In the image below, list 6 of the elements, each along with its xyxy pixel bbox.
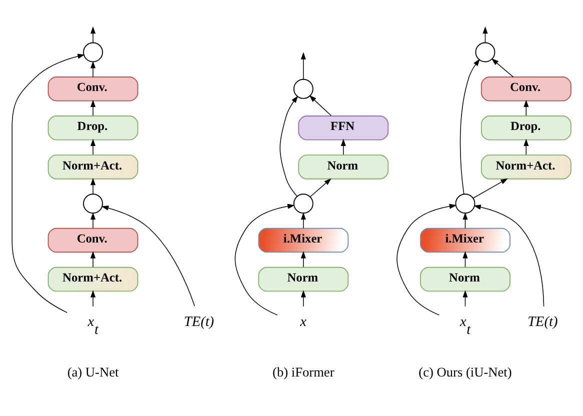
label: (c) Ours (iU-Net) bbox=[418, 364, 512, 380]
node-text: x bbox=[300, 313, 306, 330]
node-text: TE(t) bbox=[184, 313, 214, 330]
node-text: TE(t) bbox=[528, 313, 558, 330]
label: (a) U-Net bbox=[67, 364, 119, 380]
label: (b) iFormer bbox=[272, 364, 334, 380]
